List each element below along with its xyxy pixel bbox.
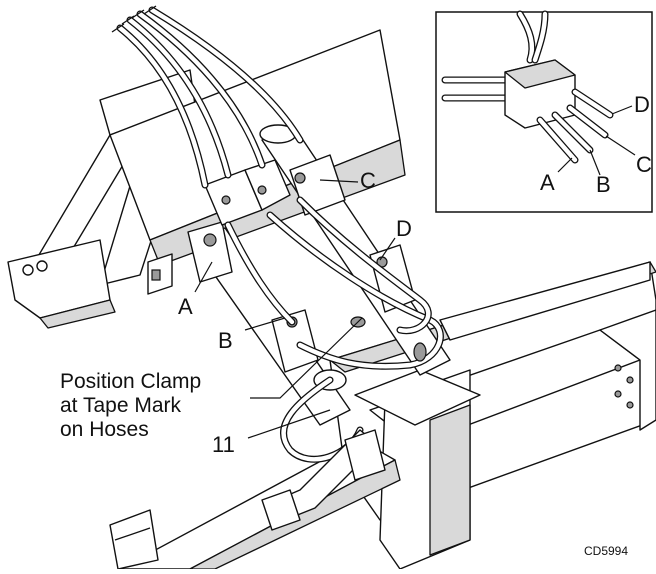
- hydraulic-hoses: [111, 5, 444, 463]
- cylinder-port: [294, 172, 306, 184]
- part-number-label: 11: [212, 432, 235, 457]
- rail-cylinder-mount: [344, 429, 386, 481]
- inset-valve-top: [504, 59, 576, 89]
- hitch-pin-hole: [36, 260, 48, 272]
- leader-d: [379, 237, 396, 261]
- leader-b: [244, 317, 286, 331]
- bracket-tab: [151, 269, 161, 281]
- rail-cylinder-clamp: [261, 489, 301, 531]
- valve-fitting: [221, 195, 231, 205]
- leader-d-inset: [611, 105, 633, 115]
- label-b: B: [218, 328, 233, 353]
- inset-label-b: B: [596, 172, 611, 197]
- blade-end-plate: [599, 309, 656, 431]
- valve-fitting: [257, 185, 267, 195]
- valve-blocks: [204, 159, 291, 226]
- hose-fitting: [143, 5, 157, 15]
- leader-clamp: [250, 317, 363, 399]
- callout-line-3: on Hoses: [60, 418, 149, 441]
- bolt: [626, 401, 634, 409]
- hose-fitting: [131, 9, 145, 19]
- cylinder-lower: [187, 221, 351, 426]
- post-side: [429, 404, 471, 556]
- leader-c: [319, 179, 359, 183]
- label-leaders: [194, 179, 396, 439]
- figure-code: CD5994: [584, 544, 628, 558]
- upper-rail: [439, 261, 651, 341]
- hitch-foot-edge: [39, 299, 116, 329]
- bolt: [614, 390, 622, 398]
- bolt: [626, 376, 634, 384]
- center-post: [354, 369, 481, 570]
- leader-a-inset: [557, 157, 573, 173]
- bracket-line: [114, 527, 151, 541]
- rail-end-bracket: [109, 509, 159, 570]
- leader-b-inset: [589, 149, 601, 176]
- label-c: C: [360, 168, 376, 193]
- cylinder-base-clamp: [187, 221, 233, 283]
- inset-label-d: D: [634, 92, 650, 117]
- leader-a: [194, 261, 213, 293]
- leader-part-11: [247, 409, 331, 439]
- inset-label-c: C: [636, 152, 652, 177]
- cylinder-rod-clamp: [271, 309, 319, 373]
- inset-label-a: A: [540, 170, 555, 195]
- rail-cylinder: [261, 429, 386, 531]
- hose-fitting: [111, 23, 125, 33]
- hitch-pin-hole: [22, 264, 34, 276]
- inset-detail: A B C D: [435, 10, 653, 213]
- label-a: A: [178, 294, 193, 319]
- hose-clamp: [413, 342, 427, 362]
- cylinder-port-a: [203, 233, 217, 247]
- label-d: D: [396, 216, 412, 241]
- callout-line-2: at Tape Mark: [60, 394, 182, 417]
- callout-line-1: Position Clamp: [60, 370, 201, 393]
- post-cap: [354, 369, 481, 426]
- bolt: [614, 364, 622, 372]
- leader-c-inset: [605, 135, 636, 156]
